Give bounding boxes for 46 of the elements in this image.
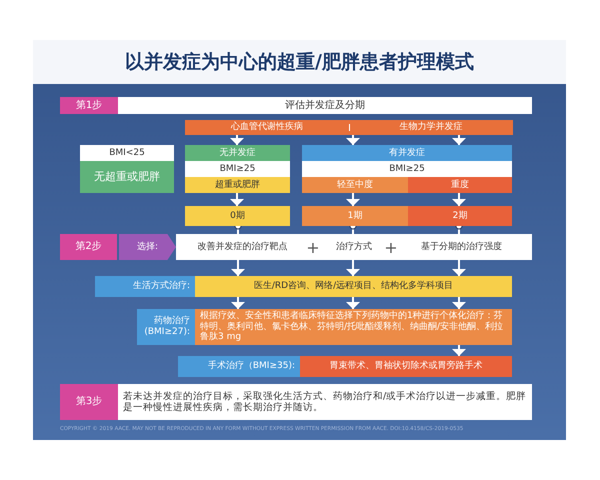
arrow (452, 345, 466, 356)
therapy-label: 生活方式治疗: (95, 276, 195, 297)
therapy-content: 根据疗效、安全性和患者临床特征选择下列药物中的1种进行个体化治疗：芬特明、奥利司他、氯卡色林、芬特明/托吡酯缓释剂、纳曲酮/安非他酮、利拉鲁肽3 mg (195, 309, 512, 345)
plus-sign: + (384, 240, 398, 256)
choice-text: 改善并发症的治疗靶点 (180, 234, 305, 260)
category-text: 生物力学并发症 (398, 120, 464, 134)
arrow (231, 297, 245, 309)
card-heading: 无并发症 (185, 145, 290, 161)
choice-text: 治疗方式 (330, 234, 378, 260)
therapy-label: 药物治疗 (BMI≥27): (137, 309, 195, 345)
severity-cell: 重度 (408, 177, 512, 193)
title: 以并发症为中心的超重/肥胖患者护理模式 (33, 40, 566, 84)
arrow (230, 135, 244, 145)
therapy-content: 胃束带术、胃袖状切除术或胃旁路手术 (300, 356, 512, 377)
therapy-label: 手术治疗（BMI≥35): (178, 356, 300, 377)
select-tag: 选择: (119, 234, 176, 260)
bmi-text: BMI<25 (80, 145, 174, 161)
choice-text: 基于分期的治疗强度 (398, 234, 525, 260)
choice-bar (176, 234, 532, 260)
arrow (346, 260, 360, 276)
step-tag: 第1步 (60, 97, 118, 114)
arrow (452, 297, 466, 309)
arrow (346, 297, 360, 309)
heading-bar: 评估并发症及分期 (118, 97, 532, 114)
card (185, 145, 290, 193)
arrow (346, 193, 360, 206)
card (302, 145, 512, 193)
stage-box: 2期 (408, 206, 512, 226)
stage-box: 0期 (185, 206, 290, 226)
arrow (452, 260, 466, 276)
step-tag: 第2步 (60, 234, 117, 260)
arrow (231, 260, 245, 276)
plus-sign: + (306, 240, 320, 256)
therapy-content: 医生/RD咨询、网络/远程项目、结构化多学科项目 (195, 276, 512, 297)
note-text: 若未达并发症的治疗目标，采取强化生活方式、药物治疗和/或手术治疗以进一步减重。肥胖是一种慢性进展性疾病，需长期治疗并随访。 (118, 384, 532, 420)
arrow (230, 193, 244, 206)
complication-bar (185, 120, 513, 135)
arrow (452, 193, 466, 206)
category-text: 心血管代谢性疾病 (230, 120, 304, 134)
arrow (346, 135, 360, 145)
arrow (452, 135, 466, 145)
stage-box: 1期 (302, 206, 408, 226)
category-text: 超重或肥胖 (185, 177, 290, 193)
card-heading: 有并发症 (302, 145, 512, 161)
step-tag: 第3步 (60, 384, 118, 420)
severity-cell: 轻至中度 (302, 177, 408, 193)
